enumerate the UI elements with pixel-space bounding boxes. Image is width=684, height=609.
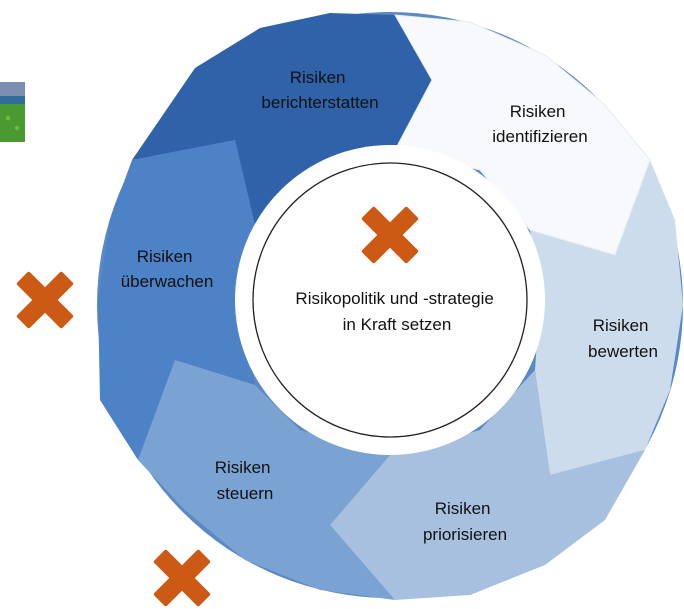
cross-mark-icon[interactable] xyxy=(137,533,228,609)
segment-ueberwachen-label-line1: Risiken xyxy=(137,247,193,266)
segment-priorisieren-shape xyxy=(330,370,645,600)
cross-mark-icon[interactable] xyxy=(345,190,436,281)
segment-berichterstatten-label-line2: berichterstatten xyxy=(261,93,378,112)
segment-bewerten[interactable]: Risiken bewerten xyxy=(530,160,683,475)
segment-bewerten-label-line1: Risiken xyxy=(593,316,649,335)
segment-priorisieren-label-line2: priorisieren xyxy=(423,525,507,544)
segment-identifizieren[interactable]: Risiken identifizieren xyxy=(394,14,651,256)
segment-priorisieren[interactable]: Risiken priorisieren xyxy=(330,370,645,600)
segment-steuern[interactable]: Risiken steuern xyxy=(138,360,395,600)
segment-bewerten-shape xyxy=(530,160,683,475)
segment-ueberwachen-shape xyxy=(98,140,255,460)
segment-ueberwachen-label-line2: überwachen xyxy=(121,272,214,291)
segment-priorisieren-label-line1: Risiken xyxy=(435,499,491,518)
landscape-thumbnail-icon xyxy=(0,82,25,142)
svg-text:Risiken berichterstatten: Risiken berichterstatten xyxy=(261,68,378,112)
svg-text:Risiken identifizieren: Risiken identifizieren xyxy=(492,102,587,146)
segment-steuern-label-line1: Risiken xyxy=(215,458,271,477)
segment-berichterstatten-label-line1: Risiken xyxy=(290,68,346,87)
center-hub: Risikopolitik und -strategie in Kraft se… xyxy=(235,145,545,455)
svg-text:Risiken überwachen: Risiken überwachen xyxy=(121,247,214,291)
svg-text:Risiken bewerten: Risiken bewerten xyxy=(588,316,658,361)
segment-identifizieren-label-line2: identifizieren xyxy=(492,127,587,146)
segment-berichterstatten-shape xyxy=(132,13,432,225)
cross-mark-icon[interactable] xyxy=(0,255,90,346)
center-label-line1: Risikopolitik und -strategie xyxy=(295,289,493,308)
segment-bewerten-label-line2: bewerten xyxy=(588,342,658,361)
svg-text:Risiken priorisieren: Risiken priorisieren xyxy=(423,499,507,544)
segment-identifizieren-label-line1: Risiken xyxy=(510,102,566,121)
segment-steuern-shape xyxy=(138,360,395,600)
svg-text:Risikopolitik und -strategie: Risikopolitik und -strategie in Kraft se… xyxy=(295,289,498,334)
center-inner-ring xyxy=(252,162,528,438)
segment-steuern-label-line2: steuern xyxy=(217,484,274,503)
segment-berichterstatten[interactable]: Risiken berichterstatten xyxy=(132,13,432,225)
center-label-line2: in Kraft setzen xyxy=(343,315,452,334)
svg-text:Risiken steuern: Risiken steuern xyxy=(215,458,275,503)
segment-ueberwachen[interactable]: Risiken überwachen xyxy=(98,140,255,460)
